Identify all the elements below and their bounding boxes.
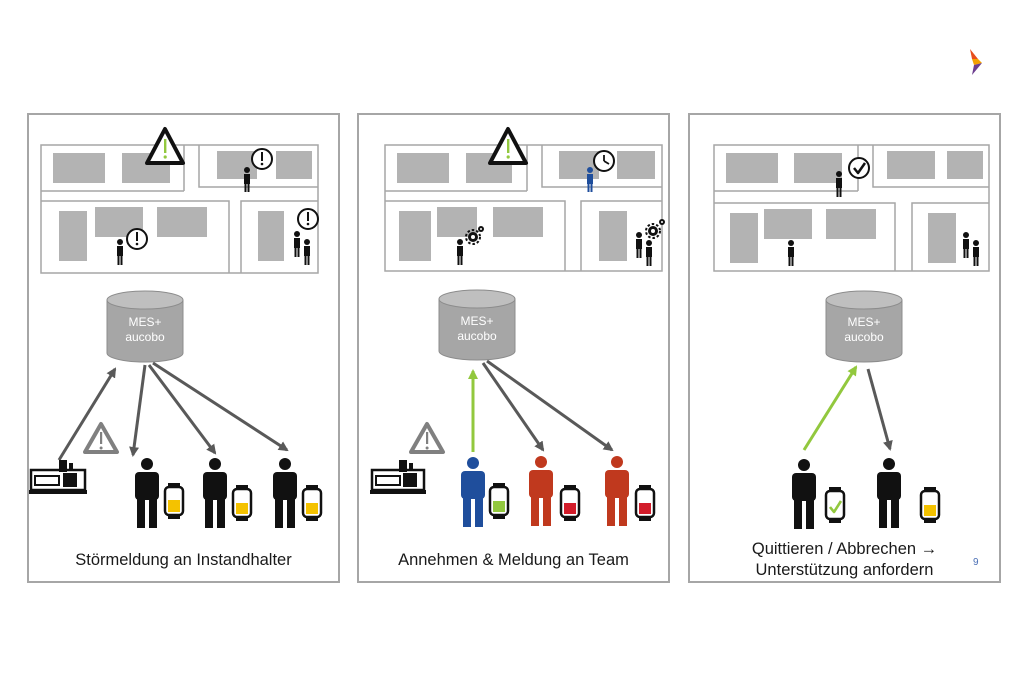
person-icon	[963, 232, 969, 258]
person-icon	[605, 456, 629, 526]
person-icon	[135, 458, 159, 528]
gear-icon	[465, 226, 484, 245]
page-number: 9	[973, 557, 979, 568]
smartwatch-icon	[634, 485, 656, 521]
person-icon	[457, 239, 463, 265]
panel-acknowledge: MES+ aucobo Quittieren / Abbrechen → Unt…	[688, 113, 1001, 583]
warning-icon	[409, 422, 445, 454]
smartwatch-icon	[301, 485, 323, 521]
floor-plan	[384, 144, 663, 272]
smartwatch-icon	[824, 487, 846, 523]
warning-icon	[83, 422, 119, 454]
person-icon	[836, 171, 842, 197]
person-icon	[529, 456, 553, 526]
smartwatch-icon	[559, 485, 581, 521]
database-label-line2: aucobo	[457, 329, 497, 343]
person-icon	[273, 458, 297, 528]
person-icon	[304, 239, 310, 265]
person-icon	[877, 458, 901, 528]
logo-icon	[970, 49, 982, 75]
person-icon	[792, 459, 816, 529]
person-icon	[973, 240, 979, 266]
panel-caption-line2: Unterstützung anfordern	[755, 561, 934, 579]
database-label-line1: MES+	[460, 314, 493, 328]
warning-icon	[488, 127, 528, 165]
gear-icon	[645, 219, 665, 239]
person-icon	[117, 239, 123, 265]
panel-caption: Quittieren / Abbrechen → Unterstützung a…	[690, 539, 999, 581]
smartwatch-icon	[488, 483, 510, 519]
panel-caption: Annehmen & Meldung an Team	[398, 551, 629, 569]
clock-icon	[593, 150, 615, 172]
panel-caption: Störmeldung an Instandhalter	[75, 551, 292, 569]
flow-arrows	[468, 359, 614, 452]
person-icon	[788, 240, 794, 266]
person-icon	[203, 458, 227, 528]
person-icon	[461, 457, 485, 527]
person-icon	[636, 232, 642, 258]
person-icon	[587, 167, 593, 192]
database-label-line2: aucobo	[844, 330, 884, 344]
panel-accept-and-notify: MES+ aucobo Annehmen & Meldung an Team	[357, 113, 670, 583]
smartwatch-icon	[163, 483, 185, 519]
alert-icon	[297, 208, 319, 230]
machine-icon	[29, 460, 87, 494]
database-icon: MES+ aucobo	[825, 290, 903, 363]
panel-fault-report: MES+ aucobo Störmeldung an Instandhalter	[27, 113, 340, 583]
floor-plan	[40, 144, 319, 274]
checkmark-icon	[848, 157, 870, 179]
panel-3-diagram: MES+ aucobo	[713, 144, 990, 529]
machine-icon	[370, 460, 426, 494]
database-icon: MES+ aucobo	[438, 289, 516, 361]
person-icon	[646, 240, 652, 266]
alert-icon	[251, 148, 273, 170]
smartwatch-icon	[231, 485, 253, 521]
panel-caption-line1: Quittieren / Abbrechen →	[751, 540, 938, 558]
panel-1-diagram: MES+ aucobo	[29, 127, 323, 528]
person-icon	[244, 167, 250, 192]
person-icon	[294, 231, 300, 257]
warning-icon	[145, 127, 185, 165]
flow-arrows	[57, 361, 289, 461]
database-icon: MES+ aucobo	[106, 290, 184, 363]
smartwatch-icon	[919, 487, 941, 523]
database-label-line1: MES+	[128, 315, 161, 329]
database-label-line2: aucobo	[125, 330, 165, 344]
panel-2-diagram: MES+ aucobo	[370, 127, 665, 527]
flow-arrows	[802, 365, 893, 451]
database-label-line1: MES+	[847, 315, 880, 329]
alert-icon	[126, 228, 148, 250]
